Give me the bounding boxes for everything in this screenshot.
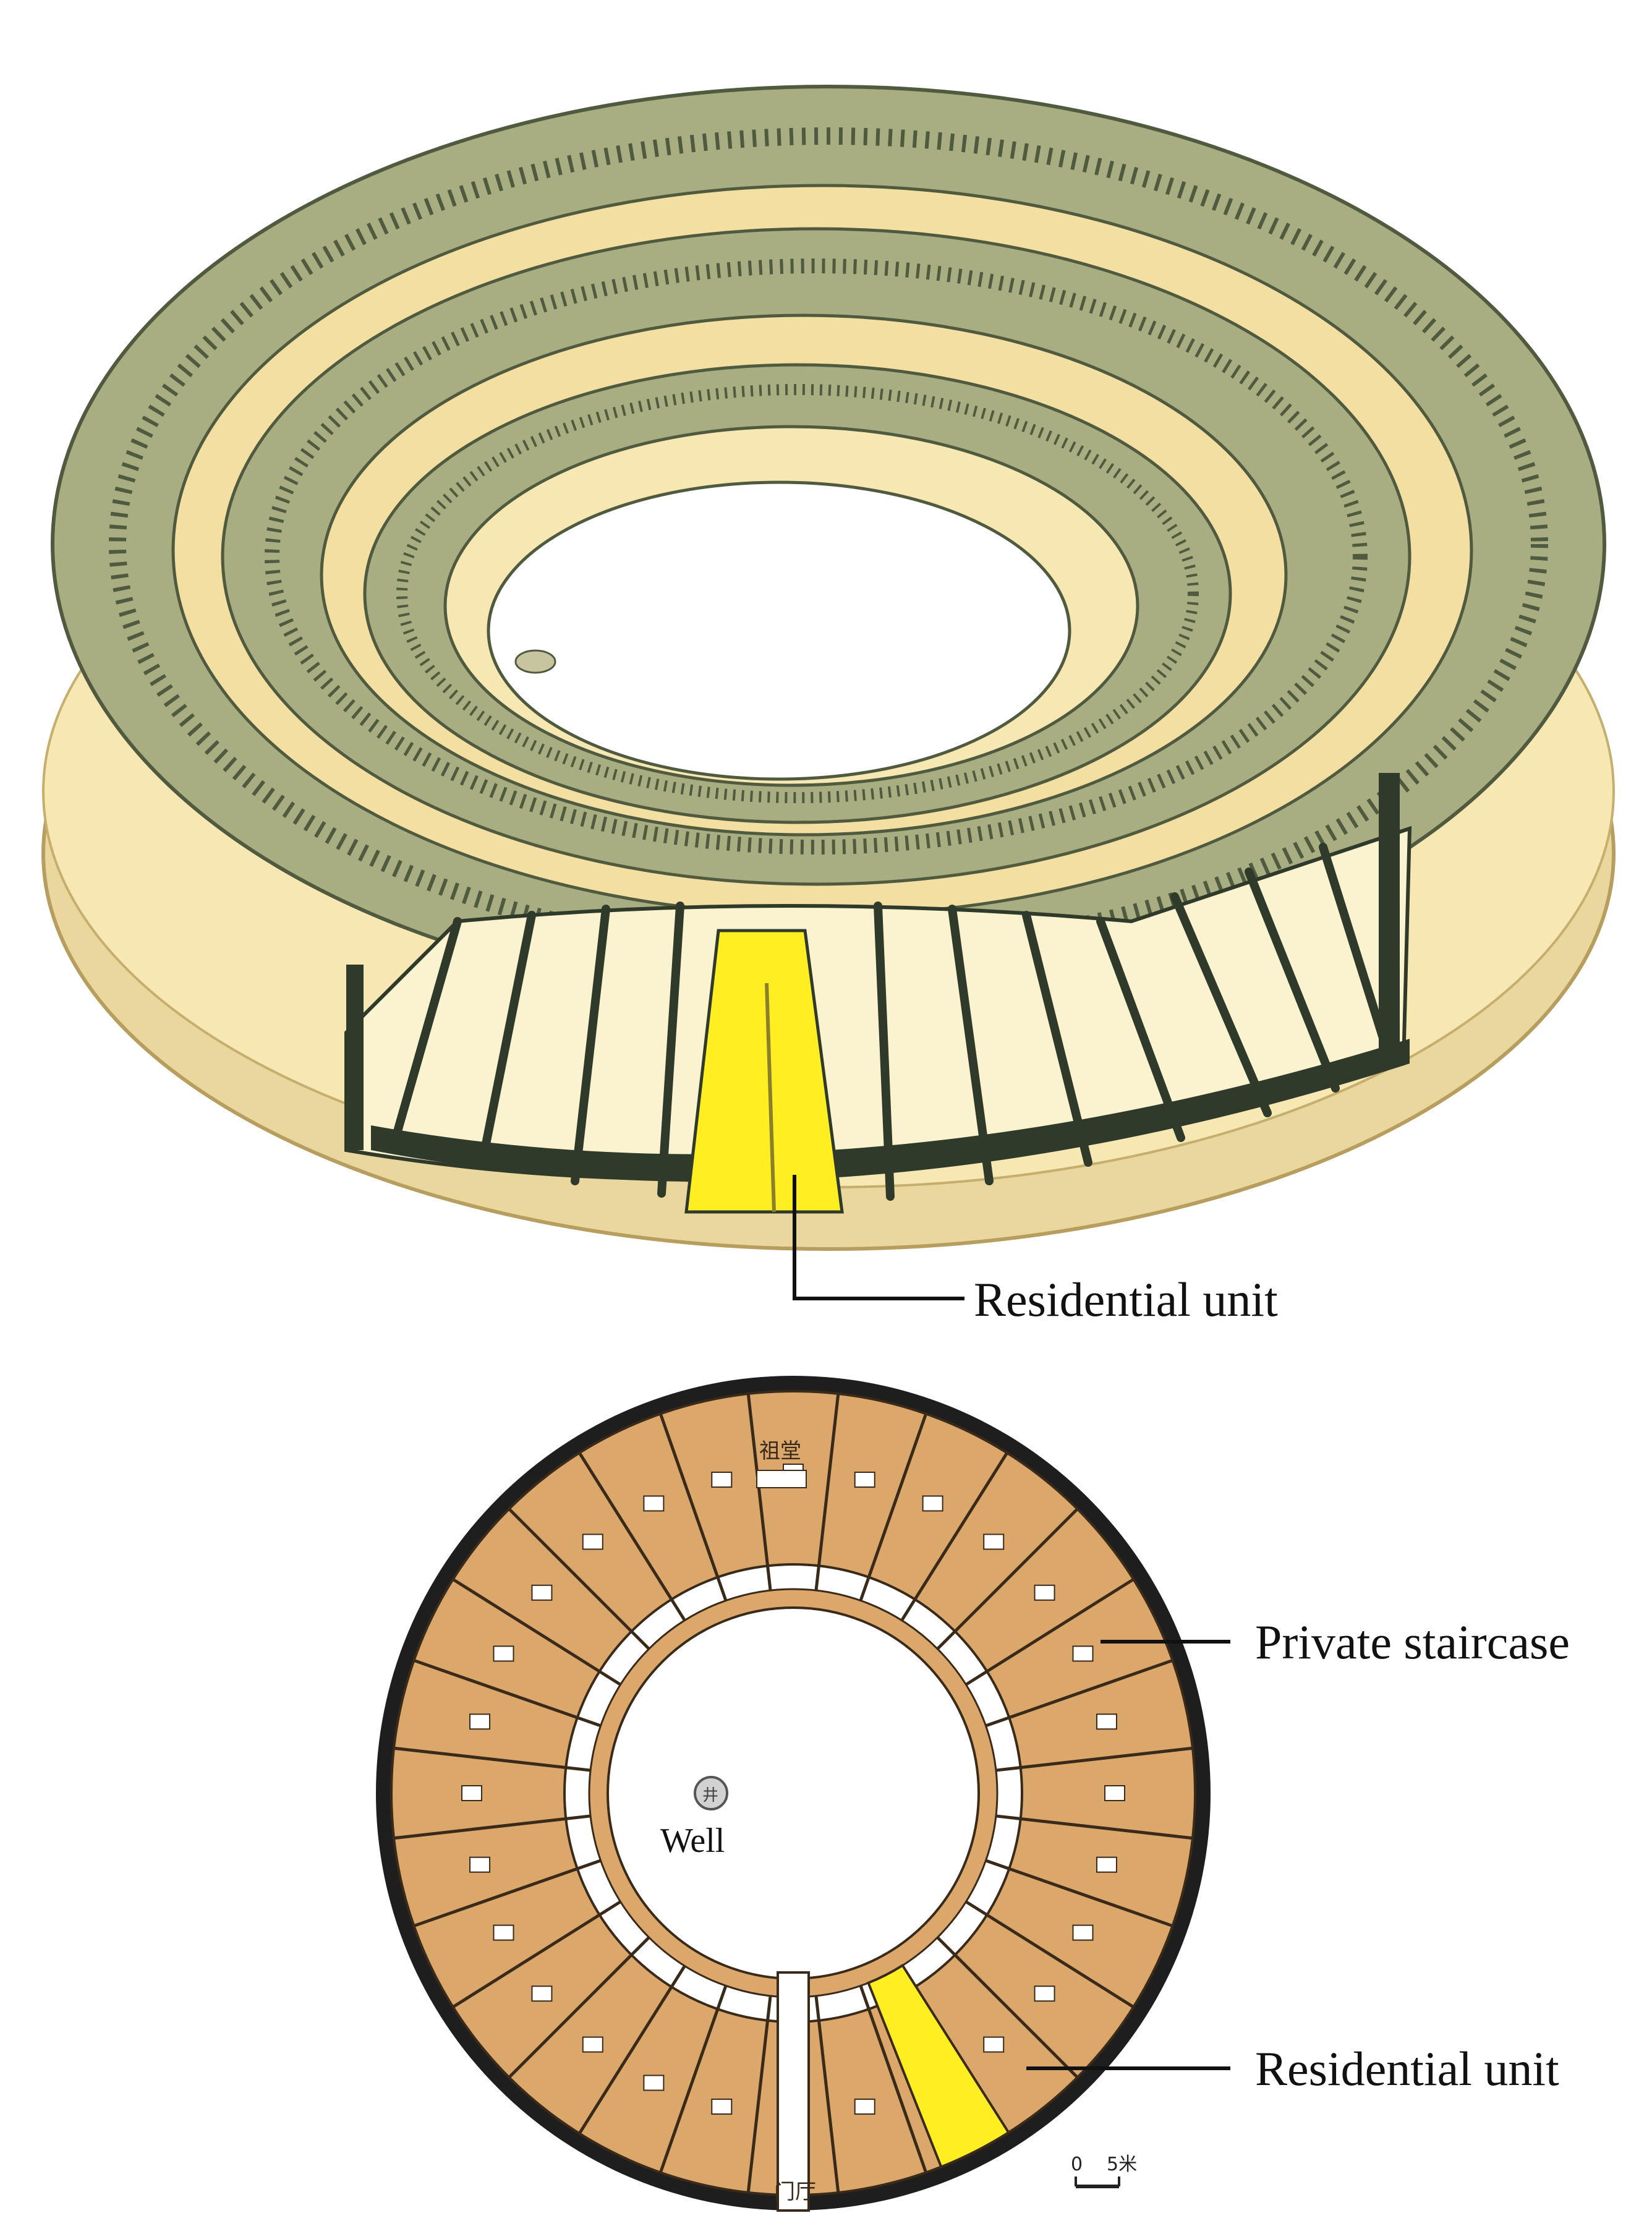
room-opening [854, 1472, 875, 1488]
room-opening [469, 1713, 491, 1730]
plan-radial-wall [995, 1814, 1193, 1840]
gate-hall-label: 门厅 [774, 2180, 816, 2204]
room-opening [531, 1584, 553, 1601]
plan-radial-wall [985, 1859, 1173, 1928]
well-miniature [514, 649, 556, 674]
axon-callout-label: Residential unit [974, 1273, 1278, 1326]
scale-five-label: 5米 [1107, 2154, 1137, 2175]
axonometric-cutaway-view: Residential unit [41, 85, 1616, 1326]
well-symbol: 井 [702, 1786, 718, 1805]
plan-radial-walls [393, 1393, 1193, 2193]
plan-radial-wall [578, 1452, 686, 1621]
scale-bar: 0 5米 [1071, 2154, 1137, 2188]
central-courtyard [487, 480, 1071, 781]
plan-radial-wall [965, 1900, 1135, 2008]
room-opening [531, 1985, 553, 2002]
plan-radial-wall [452, 1578, 621, 1686]
plan-radial-wall [452, 1900, 621, 2008]
plan-radial-wall [746, 1995, 772, 2193]
scale-zero-label: 0 [1071, 2154, 1083, 2175]
entrance-passage [777, 1971, 810, 2212]
plan-radial-wall [814, 1995, 840, 2193]
axon-callout-leader [793, 1175, 964, 1300]
partition-walls [391, 843, 1395, 1201]
room-opening [983, 2036, 1005, 2053]
room-opening [1104, 1785, 1125, 1801]
partition-wall [1022, 911, 1092, 1167]
plan-highlighted-residential-unit [866, 1963, 1011, 2168]
partition-wall [1319, 843, 1395, 1068]
roof-tile-rows [109, 127, 1548, 961]
room-opening [461, 1785, 482, 1801]
plan-radial-wall [936, 1507, 1079, 1650]
room-opening [983, 1533, 1005, 1550]
plan-radial-wall [413, 1658, 602, 1728]
partition-wall [657, 902, 684, 1198]
partition-wall [1245, 868, 1340, 1093]
plan-radial-wall [859, 1985, 928, 2173]
partition-wall [874, 902, 895, 1201]
room-opening [582, 2036, 603, 2053]
well-label: Well [660, 1822, 725, 1860]
room-opening [643, 2074, 665, 2091]
plan-radial-wall [578, 1965, 686, 2134]
roof-tile-rows [265, 258, 1368, 855]
room-opening [1072, 1924, 1094, 1941]
highlighted-residential-unit [684, 929, 844, 1214]
room-opening [493, 1924, 514, 1941]
circular-floor-plan: 祖堂 门厅 井 Well Private staircase Residenti… [376, 1376, 1570, 2212]
room-opening [1034, 1584, 1055, 1601]
ancestral-hall-label: 祖堂 [759, 1439, 801, 1464]
plan-radial-wall [995, 1746, 1193, 1772]
room-opening [922, 1495, 943, 1512]
cutaway-left-wall [346, 965, 364, 1150]
room-opening [1034, 1985, 1055, 2002]
plan-radial-wall [658, 1985, 728, 2173]
well-icon [694, 1776, 728, 1810]
plan-radial-wall [746, 1393, 772, 1591]
plan-radial-wall [985, 1658, 1173, 1728]
room-opening [711, 1472, 733, 1488]
room-opening [1072, 1645, 1094, 1662]
partition-wall [948, 905, 994, 1185]
plan-radial-wall [413, 1859, 602, 1928]
cutaway-right-wall [1379, 773, 1400, 1064]
plan-radial-wall [814, 1393, 840, 1591]
plan-radial-wall [900, 1452, 1008, 1621]
plan-radial-wall [965, 1578, 1135, 1686]
room-opening [582, 1533, 603, 1550]
ancestral-hall-opening [756, 1470, 807, 1488]
partition-wall [1170, 892, 1272, 1117]
room-opening [1096, 1856, 1117, 1873]
plan-radial-wall [393, 1746, 591, 1772]
room-opening [469, 1856, 491, 1873]
plan-radial-wall [936, 1936, 1079, 2079]
plan-radial-wall [508, 1507, 650, 1650]
room-opening [711, 2098, 733, 2115]
plan-radial-wall [859, 1413, 928, 1601]
room-opening [493, 1645, 514, 1662]
plan-courtyard [607, 1606, 980, 1980]
partition-wall [478, 911, 536, 1167]
partition-wall [1096, 917, 1185, 1142]
plan-unit-callout-label: Residential unit [1255, 2042, 1559, 2096]
plan-radial-wall [658, 1413, 728, 1601]
room-opening [1096, 1713, 1117, 1730]
partition-wall [391, 917, 462, 1142]
plan-radial-wall [508, 1936, 650, 2079]
plan-radial-wall [393, 1814, 591, 1840]
unit-inner-partition [765, 983, 776, 1213]
room-opening [854, 2098, 875, 2115]
roof-tile-rows [396, 384, 1199, 803]
room-opening [643, 1495, 665, 1512]
partition-wall [571, 905, 610, 1185]
staircase-callout-label: Private staircase [1255, 1615, 1570, 1669]
